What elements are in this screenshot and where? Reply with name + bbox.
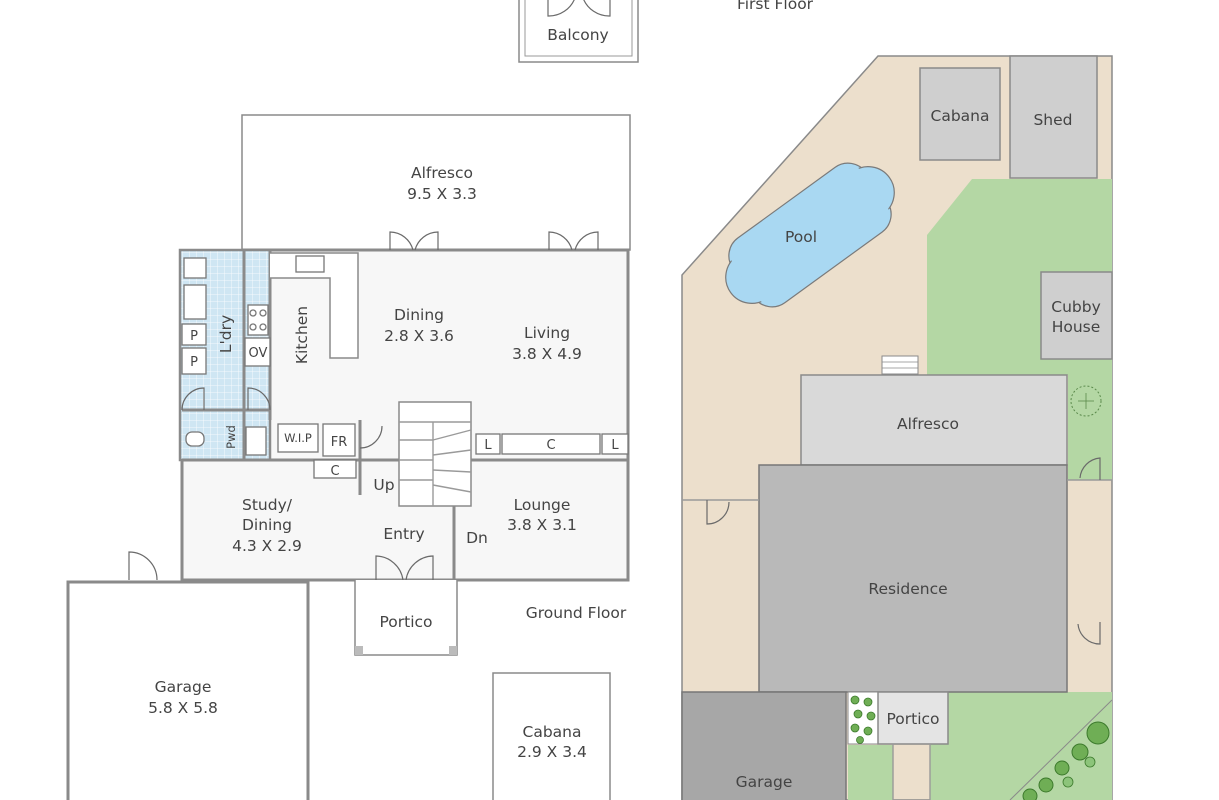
site-cabana-building	[919, 67, 1001, 161]
balcony-french-door	[547, 0, 611, 17]
stair-down-label: Dn	[466, 529, 488, 547]
linen-1-box	[475, 433, 501, 455]
oven-label: OV	[249, 346, 268, 361]
alfresco-dims: 9.5 X 3.3	[407, 185, 477, 203]
site-pool	[725, 162, 895, 308]
garage-dims: 5.8 X 5.8	[148, 699, 218, 717]
laundry-label: L'dry	[217, 315, 235, 353]
site-garage-label: Garage	[736, 773, 793, 791]
oven-box	[244, 337, 271, 367]
rear-lawn	[927, 179, 1112, 480]
cooktop	[247, 304, 269, 336]
kitchen-bench	[270, 252, 359, 359]
site-cubby-building	[1040, 271, 1113, 360]
laundry-tub	[183, 284, 207, 320]
linen-2-label: L	[611, 438, 619, 453]
site-plan: Cabana Shed Pool Cubby House Alfresco Re…	[681, 55, 1113, 800]
alfresco-label: Alfresco	[411, 164, 473, 182]
stair-up-label: Up	[373, 476, 394, 494]
site-cubby-label-line2: House	[1052, 318, 1101, 336]
site-cabana-label: Cabana	[931, 107, 990, 125]
lounge-dims: 3.8 X 3.1	[507, 516, 577, 534]
lounge-label: Lounge	[514, 496, 571, 514]
pantry-2-box	[181, 347, 207, 375]
front-lawn-strip	[848, 745, 893, 800]
kitchen-label: Kitchen	[293, 306, 311, 364]
study-label-line2: Dining	[242, 516, 292, 534]
first-floor-plan: Balcony First Floor	[518, 0, 814, 63]
site-alfresco-label: Alfresco	[897, 415, 959, 433]
pantry-2-label: P	[190, 355, 198, 370]
pantry-1-box	[181, 323, 207, 346]
balcony-label: Balcony	[547, 26, 608, 44]
living-label: Living	[524, 324, 570, 342]
site-garage-roof	[681, 691, 847, 800]
cabana-dims: 2.9 X 3.4	[517, 743, 587, 761]
portico-label: Portico	[379, 613, 432, 631]
washer	[183, 257, 207, 279]
balcony-room	[518, 0, 639, 63]
cupboard-1-box	[313, 459, 357, 479]
site-alfresco-roof	[800, 374, 1068, 466]
linen-1-label: L	[484, 438, 492, 453]
cabana-label: Cabana	[523, 723, 582, 741]
cupboard-2-label: C	[546, 438, 555, 453]
fridge-box	[322, 423, 356, 457]
site-shed-building	[1009, 55, 1098, 179]
first-floor-title: First Floor	[737, 0, 814, 13]
site-residence-roof	[758, 464, 1068, 693]
entry-label: Entry	[383, 525, 424, 543]
garage-label: Garage	[155, 678, 212, 696]
study-label-line1: Study/	[242, 496, 293, 514]
dining-dims: 2.8 X 3.6	[384, 327, 454, 345]
site-residence-label: Residence	[868, 580, 947, 598]
powder-basin	[245, 426, 267, 456]
site-trees	[1022, 385, 1110, 800]
alfresco-room	[241, 114, 631, 251]
staircase	[398, 401, 472, 507]
cabana-room	[492, 672, 611, 800]
ground-floor-title: Ground Floor	[526, 604, 627, 622]
site-portico-label: Portico	[886, 710, 939, 728]
ground-floor-plan: Alfresco 9.5 X 3.3 Dining 2.8 X 3.6 Livi…	[66, 114, 631, 800]
cupboard-2-box	[501, 433, 601, 455]
cupboard-1-label: C	[330, 464, 339, 479]
pantry-1-label: P	[190, 329, 198, 344]
living-dims: 3.8 X 4.9	[512, 345, 582, 363]
powder-label: Pwd	[224, 425, 238, 449]
wip-label: W.I.P	[284, 431, 312, 445]
site-shed-label: Shed	[1033, 111, 1072, 129]
portico-structure	[354, 580, 458, 656]
wip-box	[277, 423, 319, 453]
garage-room	[66, 580, 310, 800]
site-cubby-label-line1: Cubby	[1051, 298, 1101, 316]
dining-label: Dining	[394, 306, 444, 324]
toilet	[185, 431, 205, 447]
linen-2-box	[601, 433, 629, 455]
site-pool-label: Pool	[785, 228, 817, 246]
kitchen-sink	[295, 255, 325, 273]
site-portico-roof	[877, 691, 949, 745]
alfresco-doors	[128, 231, 599, 581]
study-dims: 4.3 X 2.9	[232, 537, 302, 555]
fridge-label: FR	[331, 435, 348, 450]
planting-shrubs	[850, 695, 876, 744]
